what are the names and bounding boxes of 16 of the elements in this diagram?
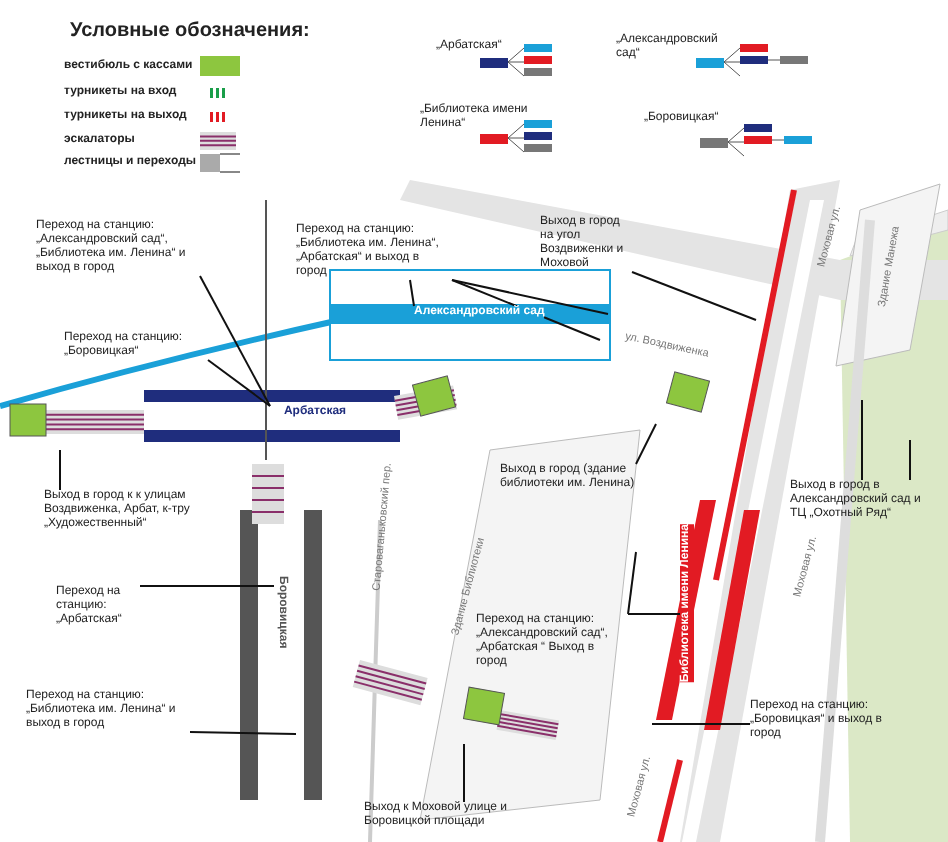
leader-line	[59, 449, 61, 491]
leader-line	[409, 279, 415, 307]
leader-line	[635, 423, 657, 465]
leader-line	[651, 723, 751, 725]
leader-line	[627, 613, 681, 615]
legend-title: Условные обозначения:	[70, 24, 310, 38]
leader-line	[189, 731, 297, 735]
leader-line	[861, 399, 863, 481]
leader-line	[909, 439, 911, 481]
leader-line	[631, 271, 757, 321]
leader-line	[451, 279, 609, 315]
leader-line	[139, 585, 275, 587]
leader-line	[199, 275, 271, 407]
leader-line	[207, 359, 271, 407]
leader-line	[463, 743, 465, 803]
leader-line	[627, 551, 637, 615]
